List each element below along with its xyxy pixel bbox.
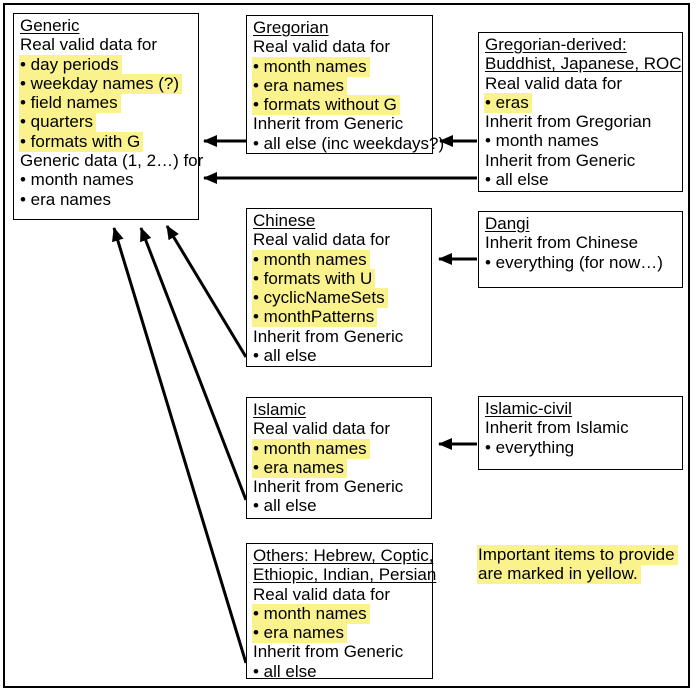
text-line: • day periods bbox=[19, 54, 192, 75]
text-line: • cyclicNameSets bbox=[252, 288, 425, 309]
box-title-line: Islamic-civil bbox=[485, 399, 572, 418]
text-line: • all else bbox=[253, 661, 317, 681]
box-title-line: Gregorian bbox=[253, 18, 329, 37]
text-line: • all else (inc weekdays?) bbox=[253, 133, 445, 153]
text-line: • all else bbox=[485, 170, 549, 190]
text-line: • month names bbox=[252, 603, 426, 624]
text-line: Inherit from Chinese bbox=[485, 233, 639, 253]
text-line: • eras bbox=[484, 92, 676, 113]
text-line: Inherit from Islamic bbox=[485, 418, 629, 438]
text-line: • formats with G bbox=[19, 131, 192, 152]
text-line: • formats with U bbox=[252, 268, 425, 289]
text-line: • month names bbox=[252, 249, 425, 270]
text-line: • everything (for now…) bbox=[485, 252, 663, 272]
arrow-islamic-to-generic bbox=[139, 227, 248, 501]
text-line: Real valid data for bbox=[253, 584, 391, 604]
text-line: Real valid data for bbox=[20, 35, 158, 55]
text-line: • monthPatterns bbox=[252, 307, 425, 328]
text-line: • month names bbox=[252, 438, 425, 459]
text-line: are marked in yellow. bbox=[477, 564, 678, 585]
text-line: Inherit from Generic bbox=[253, 477, 404, 497]
box-title-line: Generic bbox=[20, 16, 80, 35]
text-line: Real valid data for bbox=[253, 419, 391, 439]
text-line: Important items to provide bbox=[477, 545, 678, 565]
text-line: • field names bbox=[19, 93, 192, 114]
text-line: • month names bbox=[485, 131, 599, 151]
text-line: • era names bbox=[252, 623, 426, 644]
text-line: Inherit from Generic bbox=[485, 150, 636, 170]
text-line: • month names bbox=[20, 170, 134, 190]
text-line: Inherit from Generic bbox=[253, 114, 404, 134]
box-title-line: Ethiopic, Indian, Persian bbox=[253, 565, 437, 585]
text-line: • everything bbox=[485, 437, 575, 457]
box-title-line: Chinese bbox=[253, 211, 316, 230]
box-others: Others: Hebrew, Coptic,Ethiopic, Indian,… bbox=[246, 543, 437, 681]
text-line: Real valid data for bbox=[485, 73, 623, 93]
box-title-line: Dangi bbox=[485, 214, 530, 233]
text-line: • weekday names (?) bbox=[19, 73, 192, 94]
arrow-chinese-to-generic bbox=[165, 225, 248, 358]
box-title-line: Buddhist, Japanese, ROC bbox=[485, 54, 682, 74]
text-line: Inherit from Gregorian bbox=[485, 112, 652, 132]
text-line: Generic data (1, 2…) for bbox=[20, 151, 204, 171]
box-title-line: Others: Hebrew, Coptic, bbox=[253, 546, 434, 565]
box-gregorian-derived: Gregorian-derived:Buddhist, Japanese, RO… bbox=[478, 32, 683, 192]
text-line: • quarters bbox=[19, 112, 192, 133]
text-line: • month names bbox=[252, 56, 426, 77]
text-line: • all else bbox=[253, 496, 317, 516]
text-line: • era names bbox=[20, 189, 111, 209]
text-line: • era names bbox=[252, 75, 426, 96]
text-line: • formats without G bbox=[252, 95, 426, 116]
text-line: Inherit from Generic bbox=[253, 642, 404, 662]
text-line: Real valid data for bbox=[253, 37, 391, 57]
text-line: Inherit from Generic bbox=[253, 326, 404, 346]
arrow-others-to-generic bbox=[112, 227, 248, 664]
text-line: • all else bbox=[253, 346, 317, 366]
box-title-line: Islamic bbox=[253, 400, 306, 419]
box-title-line: Gregorian-derived: bbox=[485, 35, 627, 54]
text-line: • era names bbox=[252, 457, 425, 478]
text-line: Real valid data for bbox=[253, 230, 391, 250]
